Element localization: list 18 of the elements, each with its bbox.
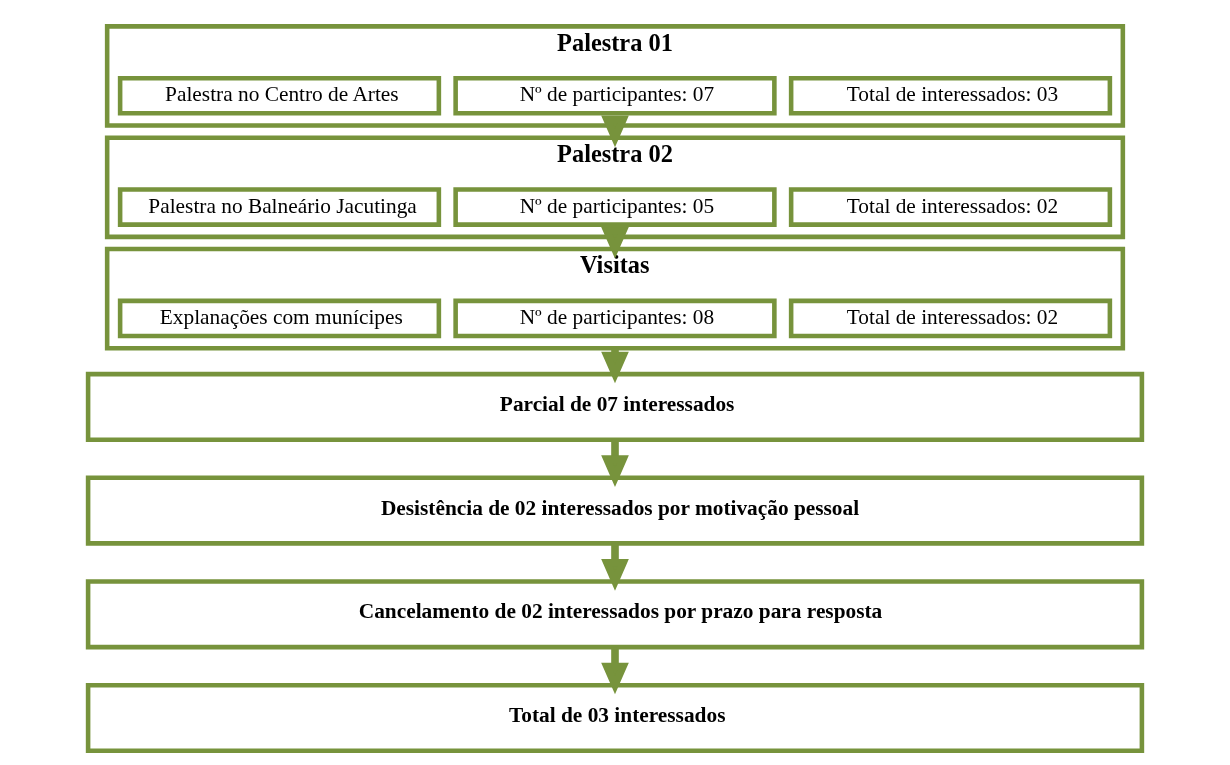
node-box: Total de 03 interessados [85, 682, 1145, 754]
arrow [601, 115, 629, 148]
node-box: Nº de participantes: 07 [453, 75, 777, 116]
arrow [601, 647, 629, 695]
node-box: Parcial de 07 interessados [85, 371, 1145, 442]
node-box: Nº de participantes: 05 [453, 187, 777, 227]
node-box: Palestra no Centro de Artes [117, 75, 442, 116]
arrow [601, 439, 629, 487]
node-box: Palestra no Balneário Jacutinga [117, 187, 442, 227]
node-box: Nº de participantes: 08 [453, 298, 777, 339]
node-box: Cancelamento de 02 interessados por prazo para resposta [85, 579, 1145, 650]
arrow [601, 226, 629, 259]
node-box: Desistência de 02 interessados por motivação pessoal [85, 475, 1145, 546]
node-box: Total de interessados: 02 [788, 187, 1113, 227]
node-box: Total de interessados: 02 [788, 298, 1113, 339]
arrow [601, 543, 629, 591]
node-box: Total de interessados: 03 [788, 75, 1113, 116]
node-box: Explanações com munícipes [117, 298, 442, 339]
